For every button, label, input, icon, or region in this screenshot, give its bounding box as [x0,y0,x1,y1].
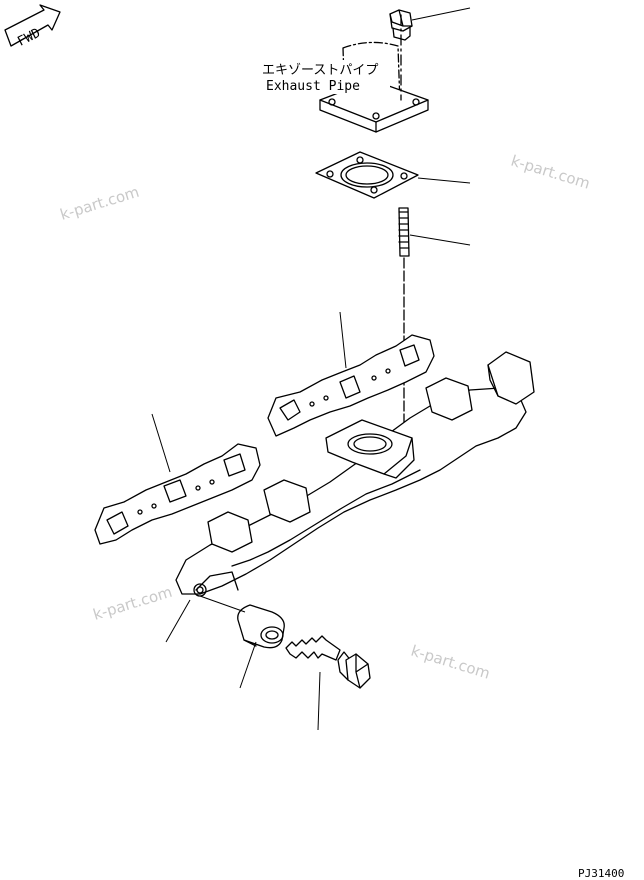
label-backdrop [258,60,390,94]
leader-gasket-upper [339,311,347,369]
leader-sleeve-to-boss [199,595,246,613]
manifold-gasket-upper [267,334,435,437]
exhaust-manifold [175,351,535,597]
leader-bolt [317,671,321,731]
stud [398,207,410,426]
watermark-1: k-part.com [58,183,141,224]
watermark-3: k-part.com [91,583,174,624]
watermark-4: k-part.com [409,642,492,683]
leader-gasket-lower [151,413,171,473]
leader-sleeve [239,641,257,689]
leader-stud [409,234,471,246]
nut [389,9,413,101]
leader-manifold [165,599,191,643]
watermark-2: k-part.com [509,152,592,193]
leader-nut [411,7,471,21]
drawing-code: PJ31400 [578,867,624,880]
pipe-gasket [315,151,419,199]
leader-gasket [417,177,471,184]
spacer-sleeve [237,604,285,649]
part-label-jp: エキゾーストパイプ [262,63,378,78]
fwd-label: FWD [15,26,43,50]
flange-bolt [285,635,371,689]
manifold-gasket-lower [94,443,261,545]
part-label-en: Exhaust Pipe [266,79,360,94]
fwd-arrow-icon: FWD [4,4,61,50]
